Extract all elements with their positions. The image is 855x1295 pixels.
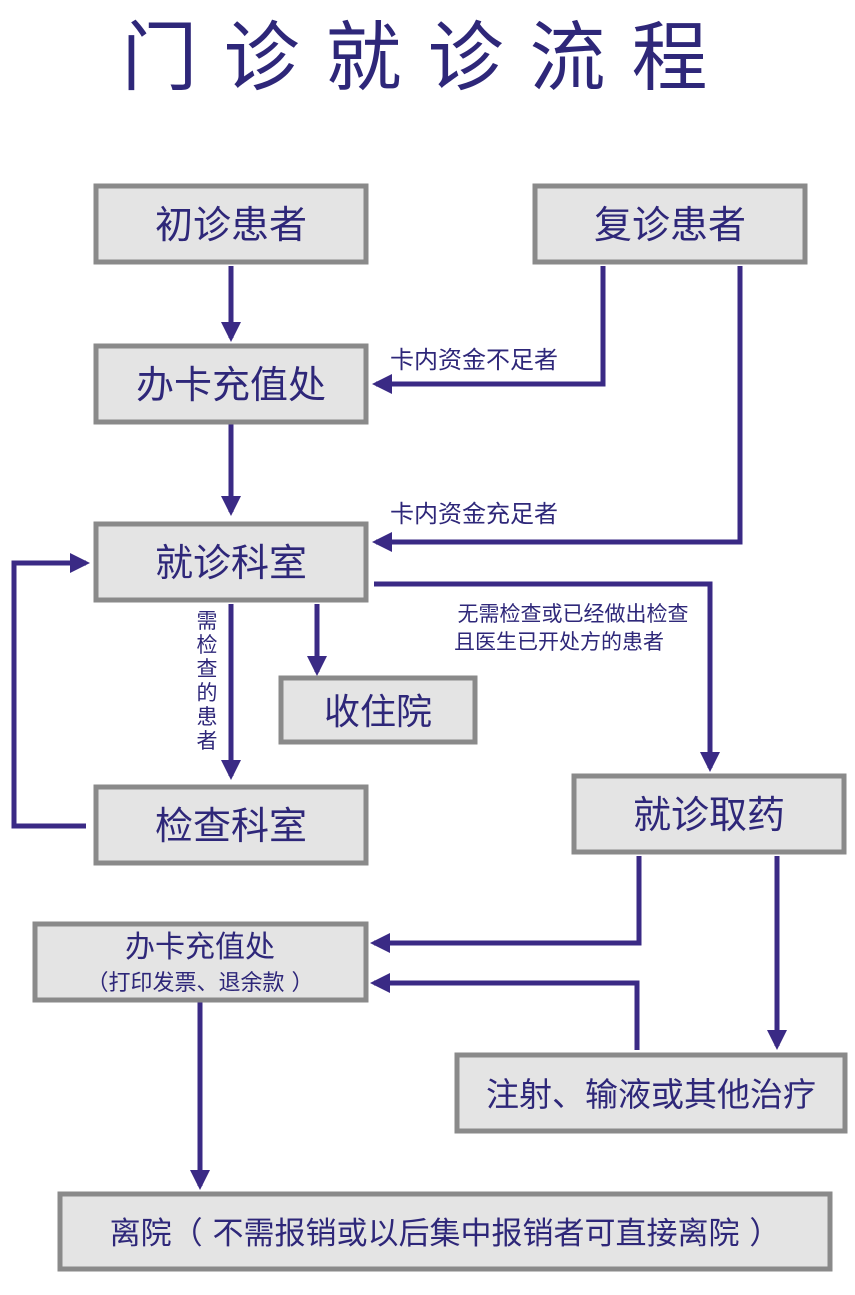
node-admission: 收住院	[324, 692, 432, 733]
node-treatment-box	[454, 1052, 848, 1134]
node-first-visit: 初诊患者	[155, 203, 307, 247]
node-get-medicine: 就诊取药	[633, 793, 785, 837]
node-card-recharge-2-box	[32, 921, 369, 1003]
node-card-recharge-box	[93, 343, 369, 425]
node-first-visit-box	[93, 183, 369, 265]
node-card-recharge: 办卡充值处	[136, 363, 326, 407]
node-clinic-dept: 就诊科室	[155, 541, 307, 585]
node-exam-dept-box	[93, 784, 369, 866]
label-no-exam-line1: 无需检查或已经做出检查	[458, 602, 689, 626]
node-return-visit: 复诊患者	[594, 203, 746, 247]
node-admission-box	[278, 675, 478, 745]
label-need-exam: 需检查的患者	[197, 609, 218, 753]
node-discharge-box	[57, 1191, 833, 1272]
label-no-exam-line2: 且医生已开处方的患者	[454, 630, 664, 654]
node-get-medicine-box	[571, 773, 847, 855]
node-exam-dept: 检查科室	[155, 804, 307, 848]
arrow-clinic-to-medicine	[374, 581, 720, 772]
arrow-medicine-to-card2	[370, 856, 642, 953]
node-card-recharge-2-sub: （打印发票、退余款 ）	[87, 971, 314, 996]
node-return-visit-box	[532, 183, 808, 265]
node-discharge: 离院（ 不需报销或以后集中报销者可直接离院 ）	[110, 1216, 781, 1252]
arrow-exam-back-to-clinic	[11, 553, 90, 829]
arrow-return-to-clinic	[372, 266, 743, 552]
node-treatment: 注射、输液或其他治疗	[486, 1075, 816, 1114]
page-title: 门诊就诊流程	[121, 13, 734, 102]
arrow-treatment-to-card2	[370, 973, 640, 1050]
node-clinic-dept-box	[93, 521, 369, 603]
arrow-return-to-card	[372, 266, 606, 394]
node-card-recharge-2: 办卡充值处	[125, 930, 275, 965]
label-sufficient-funds: 卡内资金充足者	[390, 500, 558, 528]
label-insufficient-funds: 卡内资金不足者	[390, 346, 558, 374]
